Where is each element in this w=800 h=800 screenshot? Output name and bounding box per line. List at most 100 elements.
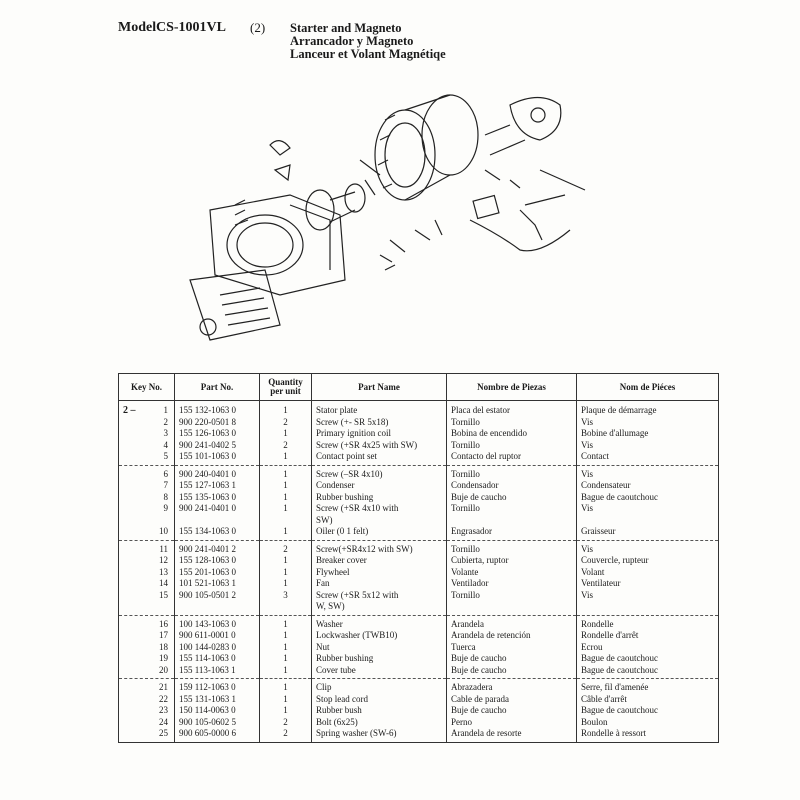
- nom-cell: Ventilateur: [576, 578, 719, 590]
- part-no-cell: 900 105-0501 2: [174, 589, 260, 601]
- nombre-cell: Perno: [446, 716, 577, 728]
- key-no-cell: 2 –1: [118, 405, 175, 417]
- part-no-cell: 900 241-0401 0: [174, 503, 260, 515]
- nombre-cell: Contacto del ruptor: [446, 451, 577, 466]
- nom-cell: Rondelle d'arrêt: [576, 630, 719, 642]
- nombre-cell: Buje de caucho: [446, 653, 577, 665]
- nombre-cell: Tornillo: [446, 540, 577, 555]
- part-name-cell: Screw(+SR4x12 with SW): [311, 540, 447, 555]
- part-no-cell: 900 241-0402 5: [174, 439, 260, 451]
- key-no-cell: 23: [118, 705, 175, 717]
- key-no-cell: 20: [118, 664, 175, 679]
- section-titles: Starter and Magneto Arrancador y Magneto…: [290, 22, 446, 61]
- part-name-cell: Screw (+SR 4x25 with SW): [311, 439, 447, 451]
- part-no-cell: 900 105-0602 5: [174, 716, 260, 728]
- nombre-cell: Buje de caucho: [446, 664, 577, 679]
- key-no-cell: 18: [118, 641, 175, 653]
- cover-plate-drawing: [189, 269, 281, 341]
- nom-cell: Couvercle, rupteur: [576, 555, 719, 567]
- key-no-cell: 13: [118, 566, 175, 578]
- key-no-cell: 8: [118, 491, 175, 503]
- model-number: CS-1001VL: [156, 20, 227, 35]
- table-row: SW): [118, 514, 719, 526]
- title-french: Lanceur et Volant Magnétiqe: [290, 47, 446, 61]
- nombre-cell: Buje de caucho: [446, 705, 577, 717]
- key-no-cell: 16: [118, 615, 175, 630]
- nombre-cell: Abrazadera: [446, 678, 577, 694]
- nom-cell: Rondelle à ressort: [576, 728, 719, 743]
- part-no-cell: 155 127-1063 1: [174, 480, 260, 492]
- starter-housing-drawing: [209, 194, 346, 296]
- nom-cell: Bobine d'allumage: [576, 428, 719, 440]
- key-no-cell: 12: [118, 555, 175, 567]
- quantity-cell: 2: [259, 540, 312, 555]
- nombre-cell: Bobina de encendido: [446, 428, 577, 440]
- nombre-cell: [446, 601, 577, 616]
- key-no-cell: 21: [118, 678, 175, 694]
- nombre-cell: Buje de caucho: [446, 491, 577, 503]
- part-name-cell: Lockwasher (TWB10): [311, 630, 447, 642]
- part-no-cell: 900 611-0001 0: [174, 630, 260, 642]
- part-name-cell: Contact point set: [311, 451, 447, 466]
- part-name-cell: Bolt (6x25): [311, 716, 447, 728]
- part-no-cell: 101 521-1063 1: [174, 578, 260, 590]
- header-key-no: Key No.: [118, 373, 175, 401]
- quantity-cell: 1: [259, 465, 312, 480]
- part-no-cell: 150 114-0063 0: [174, 705, 260, 717]
- nom-cell: Vis: [576, 416, 719, 428]
- key-no-cell: 7: [118, 480, 175, 492]
- part-name-cell: W, SW): [311, 601, 447, 616]
- nom-cell: Vis: [576, 465, 719, 480]
- parts-table: Key No. Part No. Quantity per unit Part …: [118, 373, 719, 743]
- key-value: 1: [163, 405, 169, 416]
- part-name-cell: Breaker cover: [311, 555, 447, 567]
- nom-cell: Vis: [576, 540, 719, 555]
- model-label: Model: [118, 20, 157, 35]
- part-no-cell: 155 201-1063 0: [174, 566, 260, 578]
- nom-cell: Vis: [576, 589, 719, 601]
- section-number: (2): [250, 20, 266, 35]
- nom-cell: Vis: [576, 503, 719, 515]
- nom-cell: Graisseur: [576, 526, 719, 541]
- nom-cell: Plaque de démarrage: [576, 405, 719, 417]
- nombre-cell: Tornillo: [446, 589, 577, 601]
- key-no-cell: 14: [118, 578, 175, 590]
- header-quantity: Quantity per unit: [259, 373, 312, 401]
- nombre-cell: Ventilador: [446, 578, 577, 590]
- quantity-cell: 1: [259, 578, 312, 590]
- quantity-cell: 1: [259, 555, 312, 567]
- spacer-row: [118, 400, 719, 405]
- quantity-cell: 1: [259, 526, 312, 541]
- part-no-cell: 900 240-0401 0: [174, 465, 260, 480]
- nombre-cell: Tornillo: [446, 416, 577, 428]
- nombre-cell: Tornillo: [446, 503, 577, 515]
- part-name-cell: Rubber bushing: [311, 491, 447, 503]
- part-no-cell: 155 131-1063 1: [174, 693, 260, 705]
- part-name-cell: Cover tube: [311, 664, 447, 679]
- nom-cell: Boulon: [576, 716, 719, 728]
- key-no-cell: 15: [118, 589, 175, 601]
- key-no-cell: 4: [118, 439, 175, 451]
- part-name-cell: Fan: [311, 578, 447, 590]
- part-name-cell: Rubber bushing: [311, 653, 447, 665]
- stator-plate-drawing: [484, 96, 562, 156]
- part-no-cell: 155 132-1063 0: [174, 405, 260, 417]
- header-nombre: Nombre de Piezas: [446, 373, 577, 401]
- nombre-cell: Arandela de retención: [446, 630, 577, 642]
- nom-cell: Rondelle: [576, 615, 719, 630]
- quantity-cell: 1: [259, 641, 312, 653]
- quantity-cell: [259, 514, 312, 526]
